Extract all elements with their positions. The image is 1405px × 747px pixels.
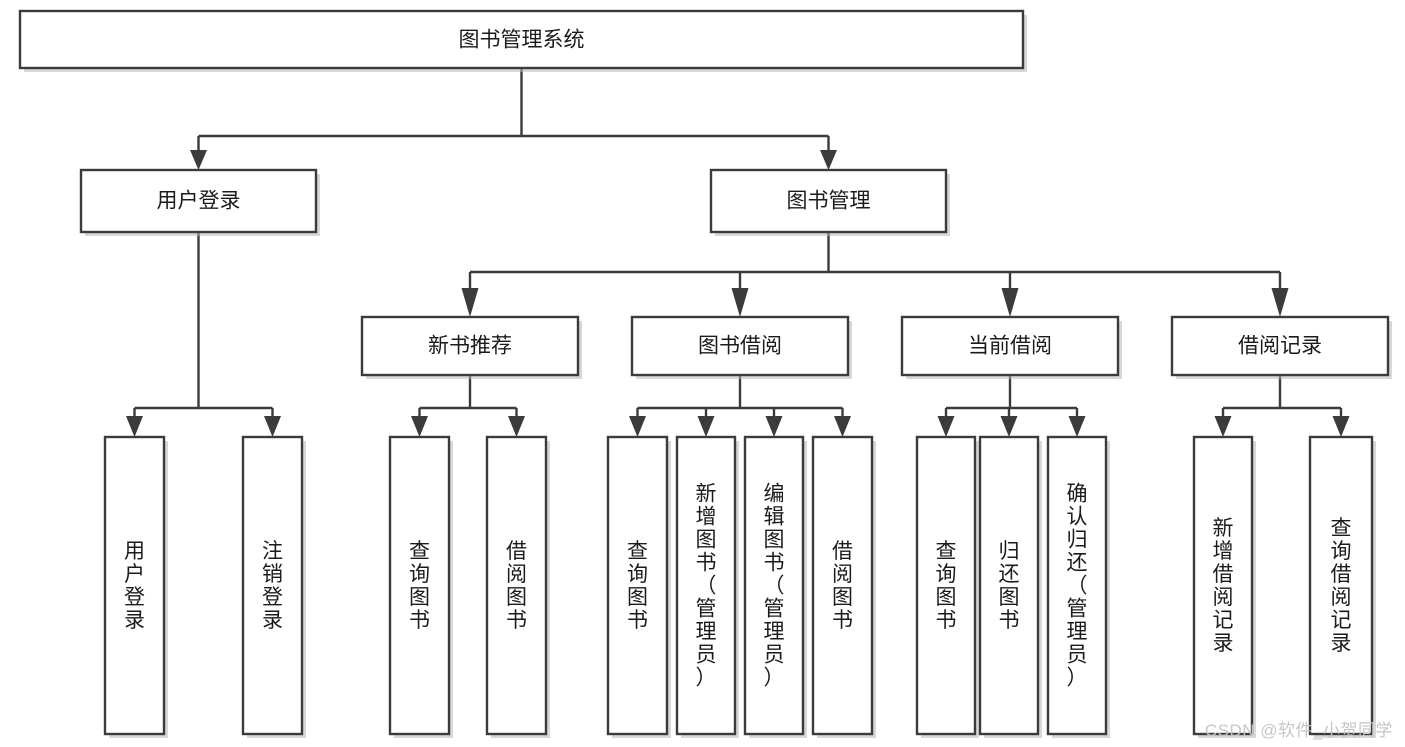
arrow-head-leaf-confirm-return — [1068, 416, 1086, 437]
leaf-query-book-current[interactable]: 查询图书 — [915, 435, 979, 738]
arrow-head-leaf-borrow-book-1 — [508, 416, 525, 437]
arrow-head-leaf-query-book-1 — [411, 416, 428, 437]
node-label-vertical: 借阅图书 — [832, 540, 853, 632]
leaf-query-book-recommend[interactable]: 查询图书 — [388, 435, 453, 738]
node-rect — [709, 168, 948, 234]
node-rect — [485, 435, 548, 736]
node-rect — [675, 435, 737, 736]
node-label-vertical: 查询借阅记录 — [1331, 517, 1352, 655]
node-rect — [241, 435, 304, 736]
node-rect — [1192, 435, 1254, 736]
node-book-borrow[interactable]: 图书借阅 — [630, 315, 852, 379]
node-rect — [1170, 315, 1390, 377]
node-rect — [743, 435, 805, 736]
node-rect — [978, 435, 1040, 736]
node-label: 新书推荐 — [428, 335, 512, 358]
node-label-vertical: 确认归还（管理员） — [1067, 482, 1088, 689]
node-book-management[interactable]: 图书管理 — [709, 168, 950, 236]
arrow-head-leaf-add-record — [1214, 416, 1232, 437]
arrow-head-book-borrow — [731, 288, 749, 317]
node-rect — [606, 435, 669, 736]
node-rect — [900, 315, 1120, 377]
leaf-edit-book-admin[interactable]: 编辑图书（管理员） — [743, 435, 807, 738]
node-rect — [1308, 435, 1374, 736]
node-borrow-record[interactable]: 借阅记录 — [1170, 315, 1392, 379]
leaf-logout[interactable]: 注销登录 — [241, 435, 306, 738]
node-label-vertical: 编辑图书（管理员） — [764, 482, 785, 689]
leaf-add-borrow-record[interactable]: 新增借阅记录 — [1192, 435, 1256, 738]
leaf-borrow-book[interactable]: 借阅图书 — [811, 435, 876, 738]
node-label: 图书借阅 — [698, 335, 782, 358]
node-label: 用户登录 — [157, 190, 241, 213]
arrow-head-leaf-add-book — [697, 416, 715, 437]
node-rect — [1046, 435, 1108, 736]
arrow-head-borrow-record — [1271, 288, 1289, 317]
arrow-head-current-borrow — [1001, 288, 1019, 317]
leaf-confirm-return-admin[interactable]: 确认归还（管理员） — [1046, 435, 1110, 738]
node-label-vertical: 新增借阅记录 — [1213, 517, 1234, 655]
node-label-vertical: 查询图书 — [409, 540, 430, 632]
arrow-head-leaf-query-record — [1332, 416, 1350, 437]
node-current-borrow[interactable]: 当前借阅 — [900, 315, 1122, 379]
arrow-head-new-book-rec — [461, 288, 479, 317]
node-label-vertical: 注销登录 — [262, 540, 283, 632]
leaf-user-login[interactable]: 用户登录 — [103, 435, 168, 738]
node-rect — [18, 9, 1025, 70]
node-label-vertical: 查询图书 — [627, 540, 648, 632]
node-label: 借阅记录 — [1238, 335, 1322, 358]
watermark: CSDN @软件_小贺同学 — [1204, 721, 1393, 740]
node-rect — [79, 168, 318, 234]
leaf-return-book[interactable]: 归还图书 — [978, 435, 1042, 738]
node-root-system[interactable]: 图书管理系统 — [18, 9, 1027, 72]
node-rect — [103, 435, 166, 736]
leaf-borrow-book-recommend[interactable]: 借阅图书 — [485, 435, 550, 738]
arrow-head-leaf-borrow-book-2 — [834, 416, 851, 437]
node-rect — [630, 315, 850, 377]
node-new-book-recommend[interactable]: 新书推荐 — [360, 315, 582, 379]
node-label: 图书管理系统 — [459, 29, 585, 52]
leaf-query-book-borrow[interactable]: 查询图书 — [606, 435, 671, 738]
node-rect — [811, 435, 874, 736]
node-label: 图书管理 — [787, 190, 871, 213]
node-label: 当前借阅 — [968, 335, 1052, 358]
arrow-head-leaf-query-book-2 — [629, 416, 646, 437]
node-label-vertical: 归还图书 — [999, 540, 1020, 632]
connector-layer — [126, 68, 1350, 437]
node-rect — [360, 315, 580, 377]
arrow-head-leaf-edit-book — [765, 416, 783, 437]
node-label-vertical: 用户登录 — [124, 540, 145, 632]
arrow-head-leaf-user-login — [126, 416, 143, 437]
arrow-head-leaf-return-book — [1000, 416, 1018, 437]
node-label-vertical: 新增图书（管理员） — [696, 482, 717, 689]
node-rect — [388, 435, 451, 736]
arrow-head-book-mgmt — [820, 150, 837, 170]
leaf-query-borrow-record[interactable]: 查询借阅记录 — [1308, 435, 1376, 738]
arrow-head-leaf-query-book-3 — [937, 416, 955, 437]
leaf-add-book-admin[interactable]: 新增图书（管理员） — [675, 435, 739, 738]
node-label-vertical: 查询图书 — [936, 540, 957, 632]
arrow-head-user-login — [190, 150, 207, 170]
arrow-head-leaf-logout — [264, 416, 281, 437]
node-label-vertical: 借阅图书 — [506, 540, 527, 632]
node-user-login[interactable]: 用户登录 — [79, 168, 320, 236]
node-rect — [915, 435, 977, 736]
